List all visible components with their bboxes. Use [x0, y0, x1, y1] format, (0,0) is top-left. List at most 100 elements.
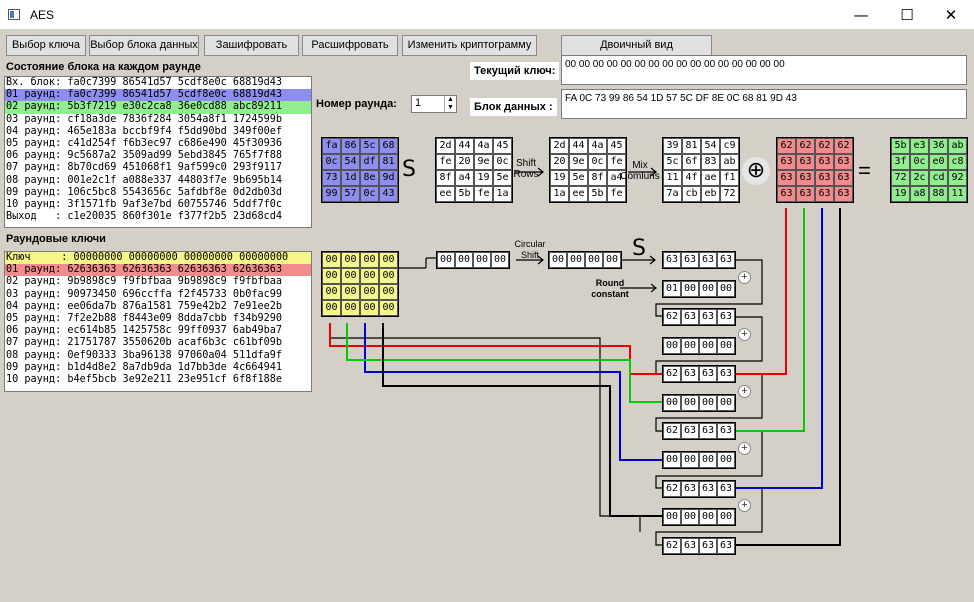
matrix-cell: cd [929, 170, 948, 186]
word-cell: 00 [699, 337, 717, 354]
spin-down-icon[interactable]: ▼ [444, 104, 456, 112]
state-row[interactable]: 07 раунд: 8b70cd69 451068f1 9af599c0 293… [6, 162, 283, 174]
state-row[interactable]: Вх. блок: fa0c7399 86541d57 5cdf8e0c 688… [5, 77, 311, 90]
matrix-cell: 62 [796, 138, 815, 154]
round-keys-list[interactable]: Ключ : 00000000 00000000 00000000 000000… [4, 251, 312, 392]
maximize-button[interactable]: ☐ [900, 6, 914, 24]
matrix-cell: 8e [360, 170, 379, 186]
decrypt-button[interactable]: Расшифровать [302, 35, 398, 56]
matrix-cell: 5e [493, 170, 512, 186]
matrix-cell: 8f [436, 170, 455, 186]
matrix-cell: 00 [379, 300, 398, 316]
round-key-row[interactable]: 07 раунд: 21751787 3550620b acaf6b3c c61… [6, 337, 283, 349]
sub-bytes-label: S [402, 157, 416, 182]
matrix-cell: 20 [550, 154, 569, 170]
matrix-cell: 72 [891, 170, 910, 186]
round-key-row[interactable]: 01 раунд: 62636363 62636363 62636363 626… [5, 264, 311, 277]
word-cell: 63 [699, 537, 717, 554]
matrix-cell: ab [948, 138, 967, 154]
word-cell: 63 [717, 423, 735, 440]
matrix-cell: fe [607, 186, 626, 202]
matrix-cell: 92 [948, 170, 967, 186]
round-key-row[interactable]: 02 раунд: 9b9898c9 f9fbfbaa 9b9898c9 f9f… [6, 276, 283, 288]
word-cell: 63 [699, 366, 717, 383]
matrix-cell: 11 [948, 186, 967, 202]
matrix-cell: fe [607, 154, 626, 170]
round-spinner[interactable]: 1 ▲ ▼ [411, 95, 457, 113]
xor-icon: + [738, 328, 751, 341]
matrix-cell: 9d [379, 170, 398, 186]
close-button[interactable]: ✕ [944, 6, 958, 24]
matrix-cell: 2c [910, 170, 929, 186]
state-row[interactable]: Выход : c1e20035 860f301e f377f2b5 23d68… [6, 211, 283, 223]
matrix-cell: 63 [834, 170, 853, 186]
word-cell: 62 [663, 537, 681, 554]
state-row[interactable]: 06 раунд: 9c5687a2 3509ad99 5ebd3845 765… [6, 150, 283, 162]
matrix-cell: 63 [815, 186, 834, 202]
keys-heading: Раундовые ключи [6, 233, 106, 245]
round-key-row[interactable]: Ключ : 00000000 00000000 00000000 000000… [5, 252, 311, 265]
round-key-row[interactable]: 05 раунд: 7f2e2b88 f8443e09 8dda7cbb f34… [6, 312, 283, 324]
matrix-cell: fa [322, 138, 341, 154]
xor-icon: ⊕ [742, 157, 770, 185]
matrix-cell: 63 [834, 186, 853, 202]
round-label: Номер раунда: [316, 98, 397, 110]
matrix-cell: 00 [379, 252, 398, 268]
word-cell: 00 [699, 394, 717, 411]
current-key-field[interactable]: 00 00 00 00 00 00 00 00 00 00 00 00 00 0… [561, 55, 967, 85]
select-key-button[interactable]: Выбор ключа [6, 35, 86, 56]
word-cell: 00 [717, 281, 735, 297]
change-cipher-button[interactable]: Изменить криптограмму [402, 35, 537, 56]
state-row[interactable]: 01 раунд: fa0c7399 86541d57 5cdf8e0c 688… [5, 89, 311, 102]
matrix-cell: ee [569, 186, 588, 202]
round-key-row[interactable]: 09 раунд: b1d4d8e2 8a7db9da 1d7bb3de 4c6… [6, 361, 283, 373]
matrix-cell: eb [701, 186, 720, 202]
state-row[interactable]: 09 раунд: 106c5bc8 5543656c 5afdbf8e 0d2… [6, 186, 283, 198]
state-row[interactable]: 10 раунд: 3f1571fb 9af3e7bd 60755746 5dd… [6, 198, 283, 210]
word-cell: 63 [681, 309, 699, 325]
matrix-cell: 99 [322, 186, 341, 202]
matrix-cell: 4f [682, 170, 701, 186]
matrix-cell: 0c [360, 186, 379, 202]
matrix-cell: 9e [474, 154, 493, 170]
matrix-cell: 0c [910, 154, 929, 170]
data-block-field[interactable]: FA 0C 73 99 86 54 1D 57 5C DF 8E 0C 68 8… [561, 89, 967, 119]
spin-up-icon[interactable]: ▲ [444, 96, 456, 104]
state-list[interactable]: Вх. блок: fa0c7399 86541d57 5cdf8e0c 688… [4, 76, 312, 228]
state-row[interactable]: 05 раунд: c41d254f f6b3ec97 c686e490 45f… [6, 137, 283, 149]
state-row[interactable]: 03 раунд: cf18a3de 7836f284 3054a8f1 172… [6, 113, 283, 125]
encrypt-button[interactable]: Зашифровать [204, 35, 299, 56]
word-cell: 63 [681, 480, 699, 497]
state-row[interactable]: 02 раунд: 5b3f7219 e30c2ca8 36e0cd88 abc… [5, 101, 311, 114]
matrix-cell: 45 [607, 138, 626, 154]
matrix-cell: 00 [360, 300, 379, 316]
minimize-button[interactable]: — [853, 6, 869, 24]
matrix-cell: fe [474, 186, 493, 202]
word-cell: 00 [663, 509, 681, 526]
matrix-cell: c9 [720, 138, 739, 154]
matrix-cell: 00 [341, 300, 360, 316]
round-key-row[interactable]: 08 раунд: 0ef90333 3ba96138 97060a04 511… [6, 349, 283, 361]
word-cell: 00 [681, 452, 699, 468]
round-key-row[interactable]: 06 раунд: ec614b85 1425758c 99ff0937 6ab… [6, 325, 283, 337]
select-block-button[interactable]: Выбор блока данных [89, 35, 199, 56]
state-row[interactable]: 08 раунд: 001e2c1f a088e337 44803f7e 9b6… [6, 174, 283, 186]
matrix-cell: 00 [322, 268, 341, 284]
round-key-row[interactable]: 03 раунд: 90973450 696ccffa f2f45733 0b0… [6, 288, 283, 300]
round-key-row[interactable]: 04 раунд: ee06da7b 876a1581 759e42b2 7e9… [6, 300, 283, 312]
word-cell: 00 [717, 509, 735, 526]
round-key-row[interactable]: 10 раунд: b4ef5bcb 3e92e211 23e951cf 6f8… [6, 373, 283, 385]
word-cell: 00 [549, 252, 567, 268]
word-cell: 63 [681, 423, 699, 440]
matrix-cell: 7a [663, 186, 682, 202]
state-row[interactable]: 04 раунд: 465e183a bccbf9f4 f5dd90bd 349… [6, 125, 283, 137]
matrix-cell: 54 [701, 138, 720, 154]
